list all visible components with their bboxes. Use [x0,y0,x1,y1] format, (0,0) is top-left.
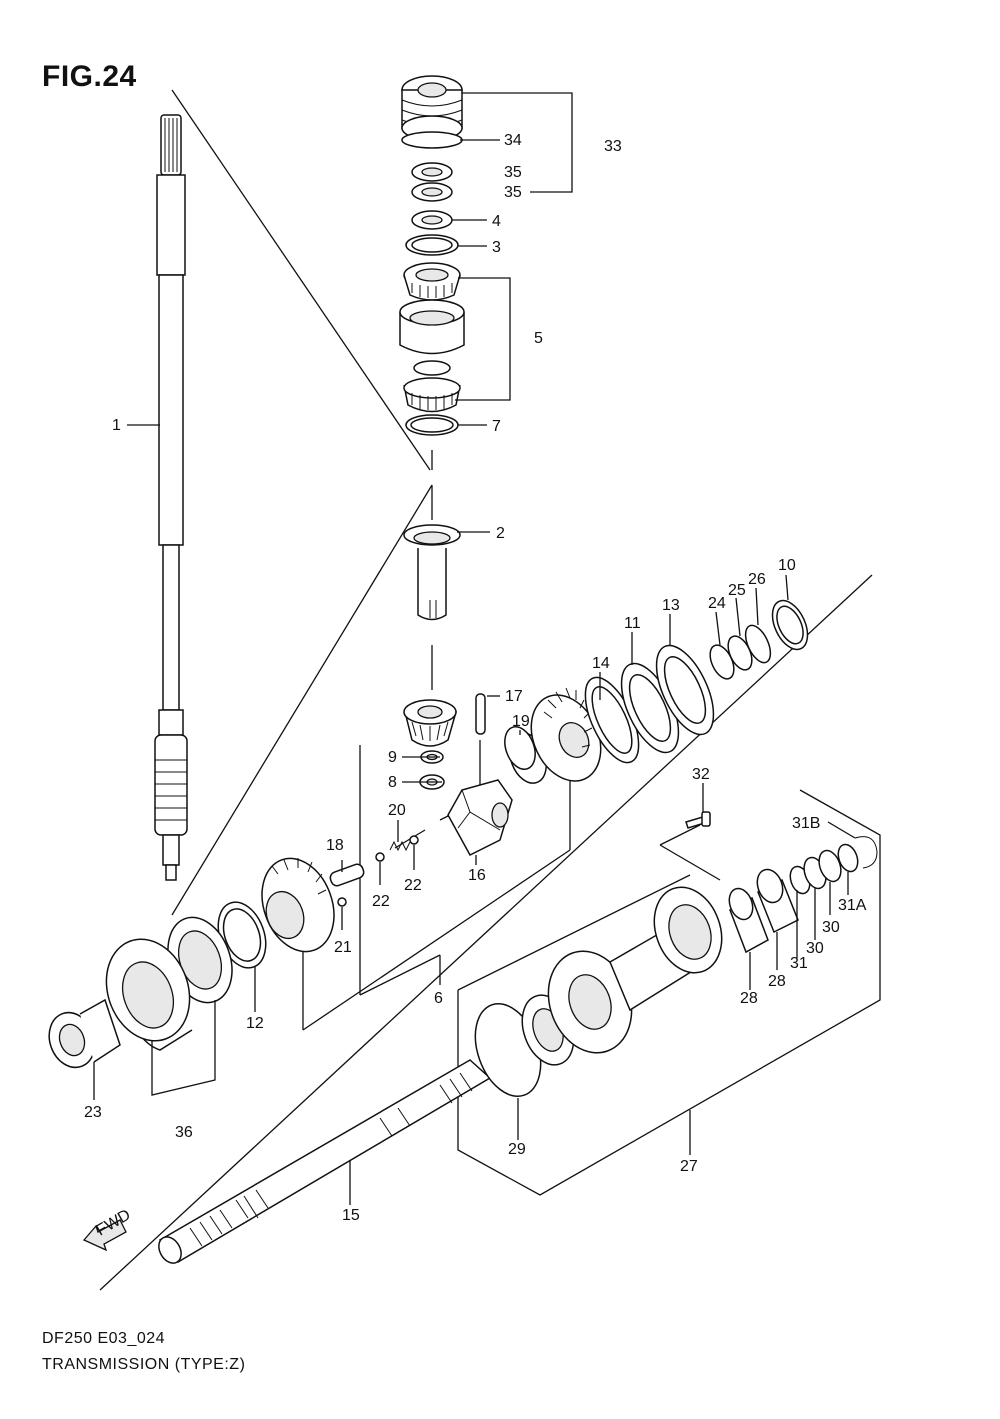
tapered-bearing-part [399,262,465,436]
callout-7: 7 [492,418,501,435]
callout-29: 29 [508,1141,526,1158]
callout-31A: 31A [838,897,867,914]
callout-labels: 1 2 3 4 5 6 7 8 9 10 11 12 13 14 15 16 1… [84,132,867,1224]
callout-19: 19 [512,713,530,730]
diagram-caption: TRANSMISSION (TYPE:Z) [42,1356,246,1373]
fwd-arrow-icon: FWD [82,1207,134,1252]
needle-bearings-part [728,868,799,954]
callout-31B: 31B [792,815,820,832]
washers-part [419,750,445,790]
callout-25: 25 [728,582,746,599]
callout-17: 17 [505,688,523,705]
callout-1: 1 [112,417,121,434]
callout-28b: 28 [768,973,786,990]
callout-4: 4 [492,213,501,230]
callout-35a: 35 [504,164,522,181]
callout-9: 9 [388,749,397,766]
callout-21: 21 [334,939,352,956]
callout-20: 20 [388,802,406,819]
figure-title: FIG.24 [42,60,137,93]
diagram-code: DF250 E03_024 [42,1330,166,1347]
thrust-bearing-part [584,676,640,764]
callout-22a: 22 [372,893,390,910]
callout-15: 15 [342,1207,360,1224]
rear-small-parts [685,811,878,895]
leader-lines [93,92,856,1205]
callout-30a: 30 [806,940,824,957]
callout-35b: 35 [504,184,522,201]
callout-13: 13 [662,597,680,614]
shaft-rings-part [709,599,809,680]
callout-23: 23 [84,1104,102,1121]
callout-27: 27 [680,1158,698,1175]
propeller-shaft-part [158,1059,492,1264]
forward-gear-part [261,857,335,953]
sleeve-part [403,524,461,621]
callout-16: 16 [468,867,486,884]
callout-30b: 30 [822,919,840,936]
callout-10: 10 [778,557,796,574]
callout-31b: 31 [790,955,808,972]
forward-bearing-part [105,916,233,1051]
bearing-stack-part [401,75,463,256]
callout-2: 2 [496,525,505,542]
thrust-washers-part [620,644,715,754]
guide-lines [99,89,881,1291]
callout-5: 5 [534,330,543,347]
pinion-gear-part [403,699,457,747]
propeller-housing-part [521,886,723,1066]
collar-part [48,998,121,1069]
callout-11: 11 [624,615,641,632]
callout-36: 36 [175,1124,193,1141]
callout-28a: 28 [740,990,758,1007]
callout-18: 18 [326,837,344,854]
callout-12: 12 [246,1015,264,1032]
callout-34: 34 [504,132,522,149]
callout-24: 24 [708,595,726,612]
callout-32: 32 [692,766,710,783]
callout-26: 26 [748,571,766,588]
callout-8: 8 [388,774,397,791]
drive-shaft-part [154,114,188,881]
callout-6: 6 [434,990,443,1007]
callout-3: 3 [492,239,501,256]
bevel-gear-part [530,687,602,782]
callout-22b: 22 [404,877,422,894]
callout-14: 14 [592,655,610,672]
pin-part [475,693,486,735]
clutch-part [447,779,513,856]
callout-33: 33 [604,138,622,155]
spring-assembly-part [329,835,419,907]
